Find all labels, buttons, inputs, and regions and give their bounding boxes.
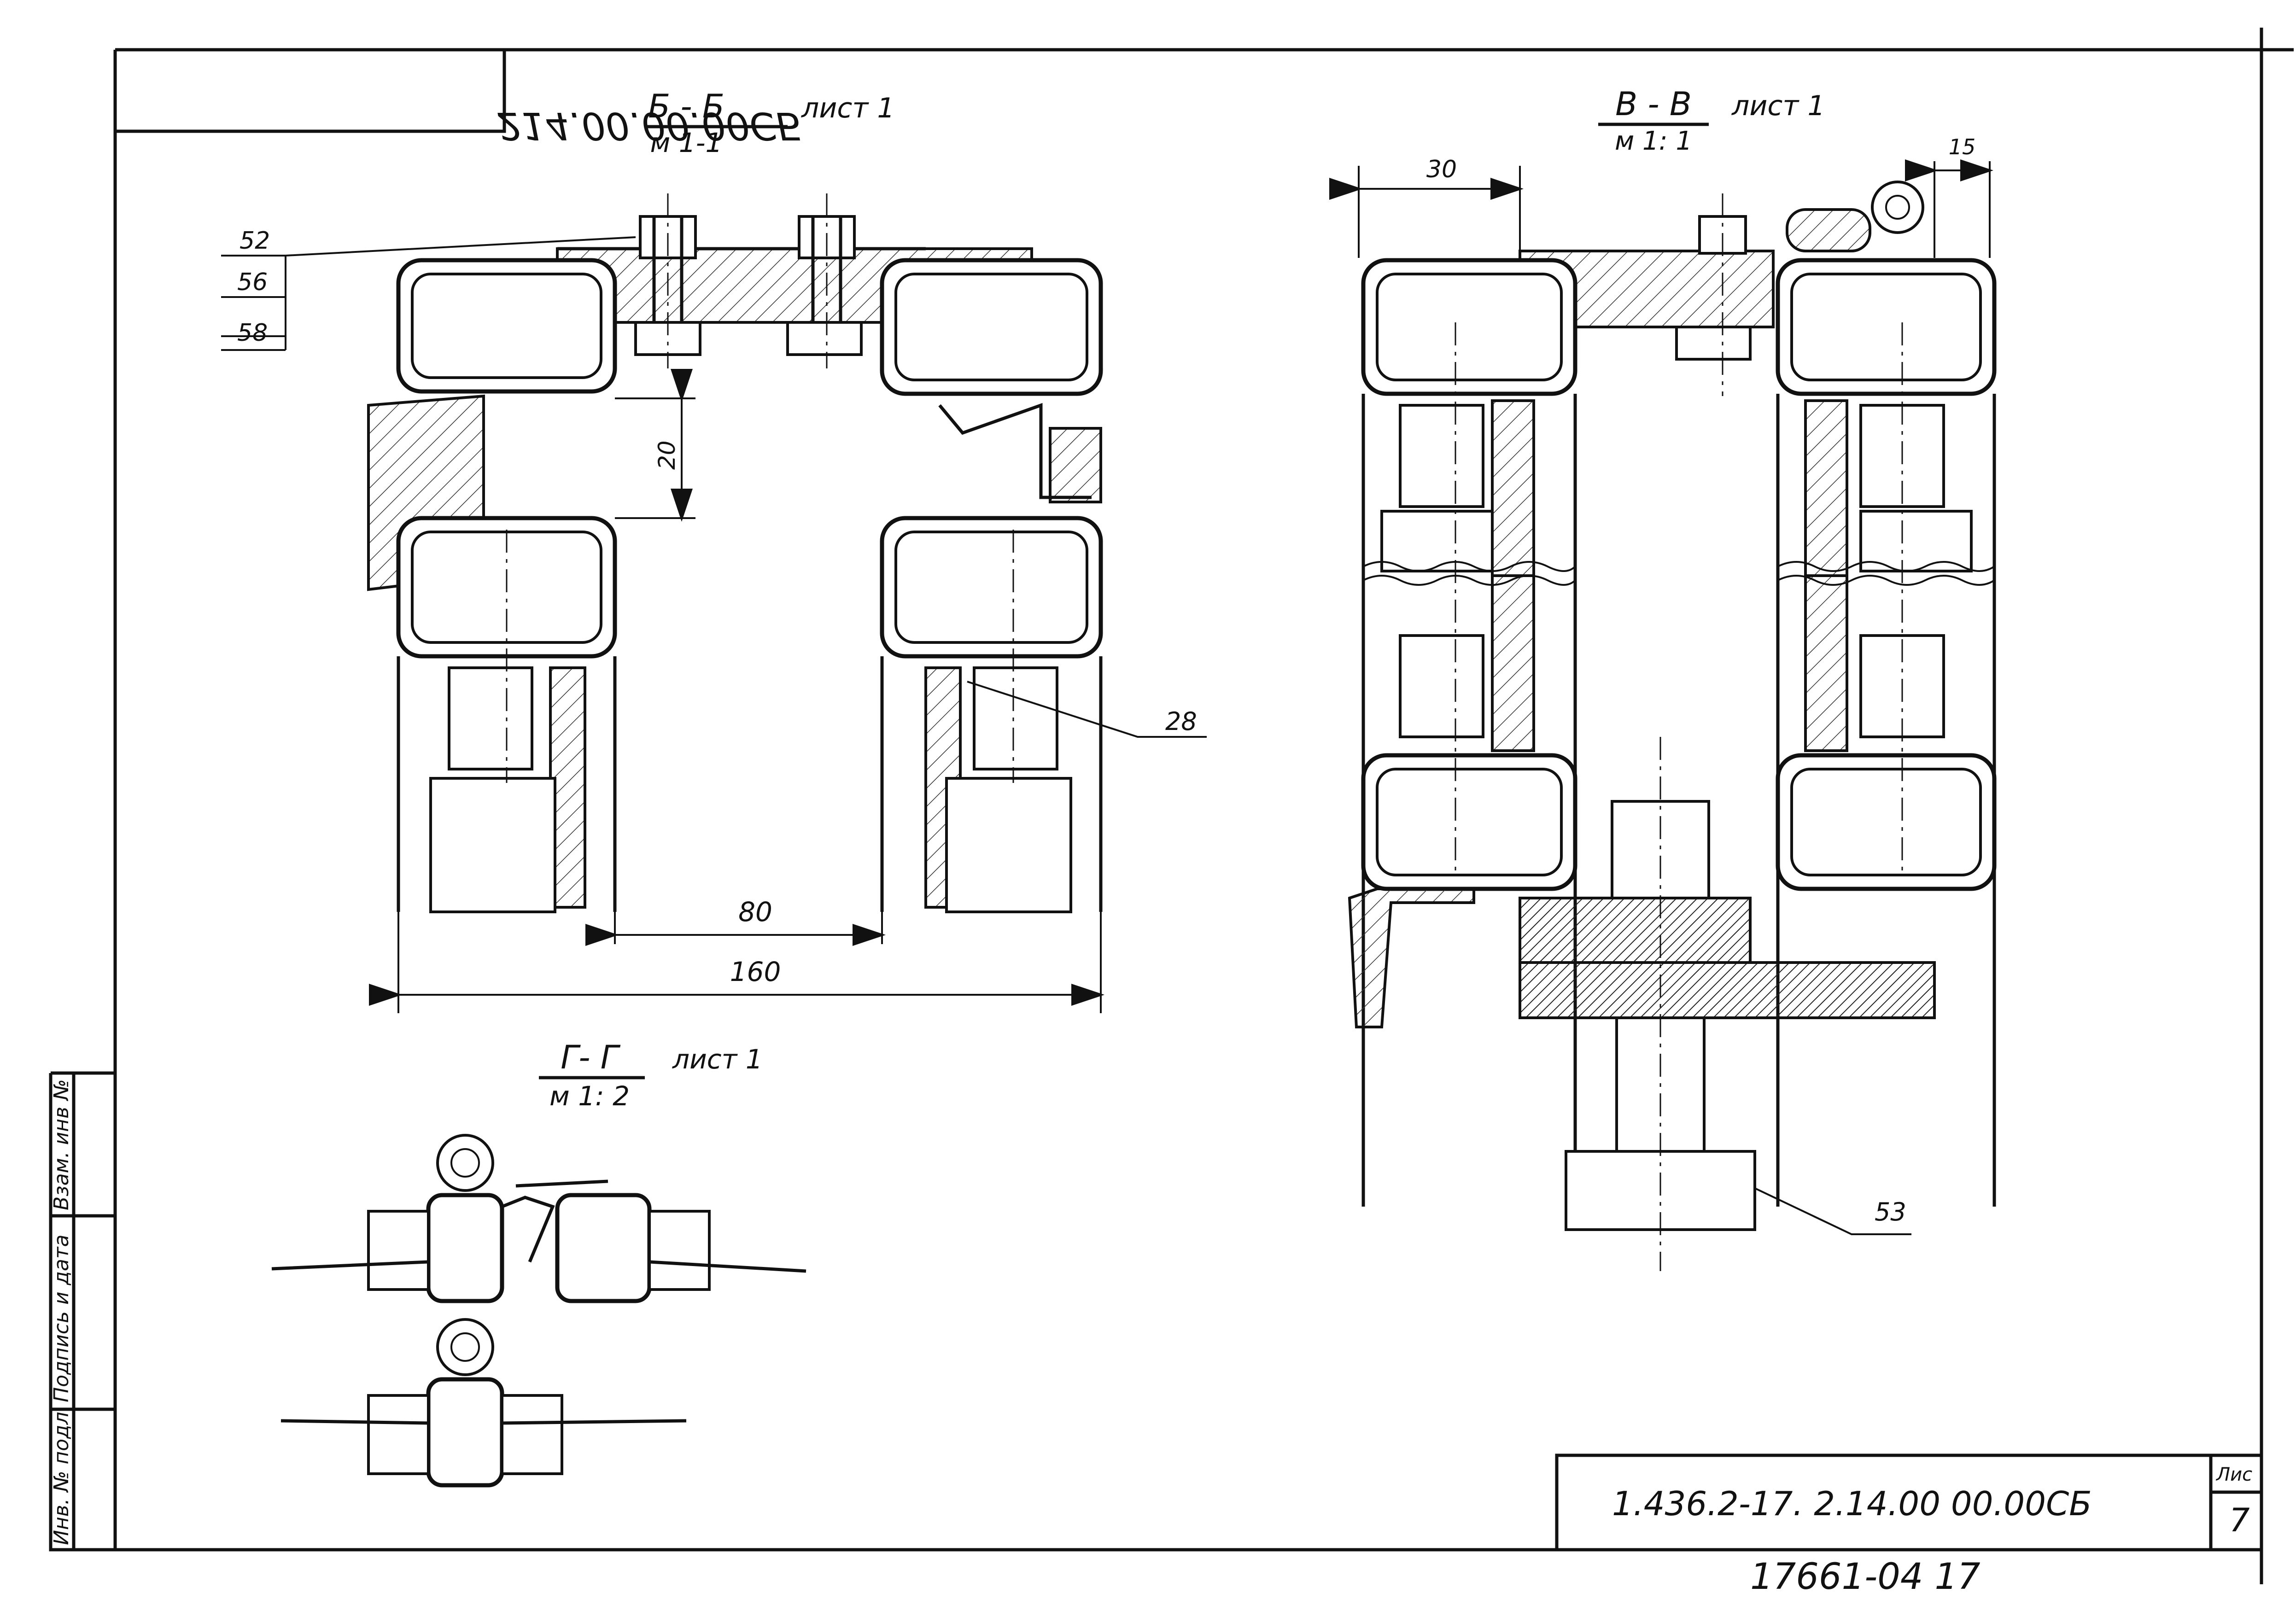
bb-dim-20: 20 xyxy=(654,440,680,470)
section-bb: Б - Б м 1-1 лист 1 xyxy=(221,88,1207,1013)
vv-dim-15: 15 xyxy=(1949,134,1976,159)
callout-56: 56 xyxy=(237,268,268,296)
doc-code: 1.436.2-17. 2.14.00 00.00СБ xyxy=(1612,1484,2092,1523)
archive-number: 17661-04 17 xyxy=(1750,1556,1981,1598)
vv-title: В - В xyxy=(1615,85,1692,123)
callout-28: 28 xyxy=(1165,707,1197,736)
gg-title: Г- Г xyxy=(561,1039,621,1076)
callout-58: 58 xyxy=(237,319,268,347)
callout-52: 52 xyxy=(240,227,270,255)
section-gg: Г- Г м 1: 2 лист 1 xyxy=(271,1039,806,1488)
side-col-sign: Подпись и дата xyxy=(50,1235,73,1402)
side-col-replace: Взам. инв № xyxy=(50,1079,73,1210)
sheet-label: Лис xyxy=(2215,1464,2252,1485)
section-vv: В - В м 1: 1 лист 1 30 15 xyxy=(1329,85,1997,1271)
side-col-inv: Инв. № подл xyxy=(50,1412,73,1545)
bb-dim-160: 160 xyxy=(730,956,781,987)
vv-scale: м 1: 1 xyxy=(1615,126,1692,156)
bb-scale: м 1-1 xyxy=(650,127,723,158)
sheet-frame xyxy=(113,28,2294,1584)
bb-dim-80: 80 xyxy=(738,896,772,928)
gg-sheet-ref: лист 1 xyxy=(672,1044,763,1075)
bb-title: Б - Б xyxy=(648,88,724,125)
callout-53: 53 xyxy=(1875,1197,1906,1226)
sheet-number: 7 xyxy=(2229,1501,2250,1539)
vv-dim-30: 30 xyxy=(1426,156,1457,183)
vv-sheet-ref: лист 1 xyxy=(1731,90,1825,122)
gg-scale: м 1: 2 xyxy=(549,1080,630,1112)
title-block: 1.436.2-17. 2.14.00 00.00СБ Лис 7 xyxy=(1555,1453,2261,1550)
side-strip: Инв. № подл Подпись и дата Взам. инв № xyxy=(49,1071,115,1552)
bb-sheet-ref: лист 1 xyxy=(801,92,895,124)
